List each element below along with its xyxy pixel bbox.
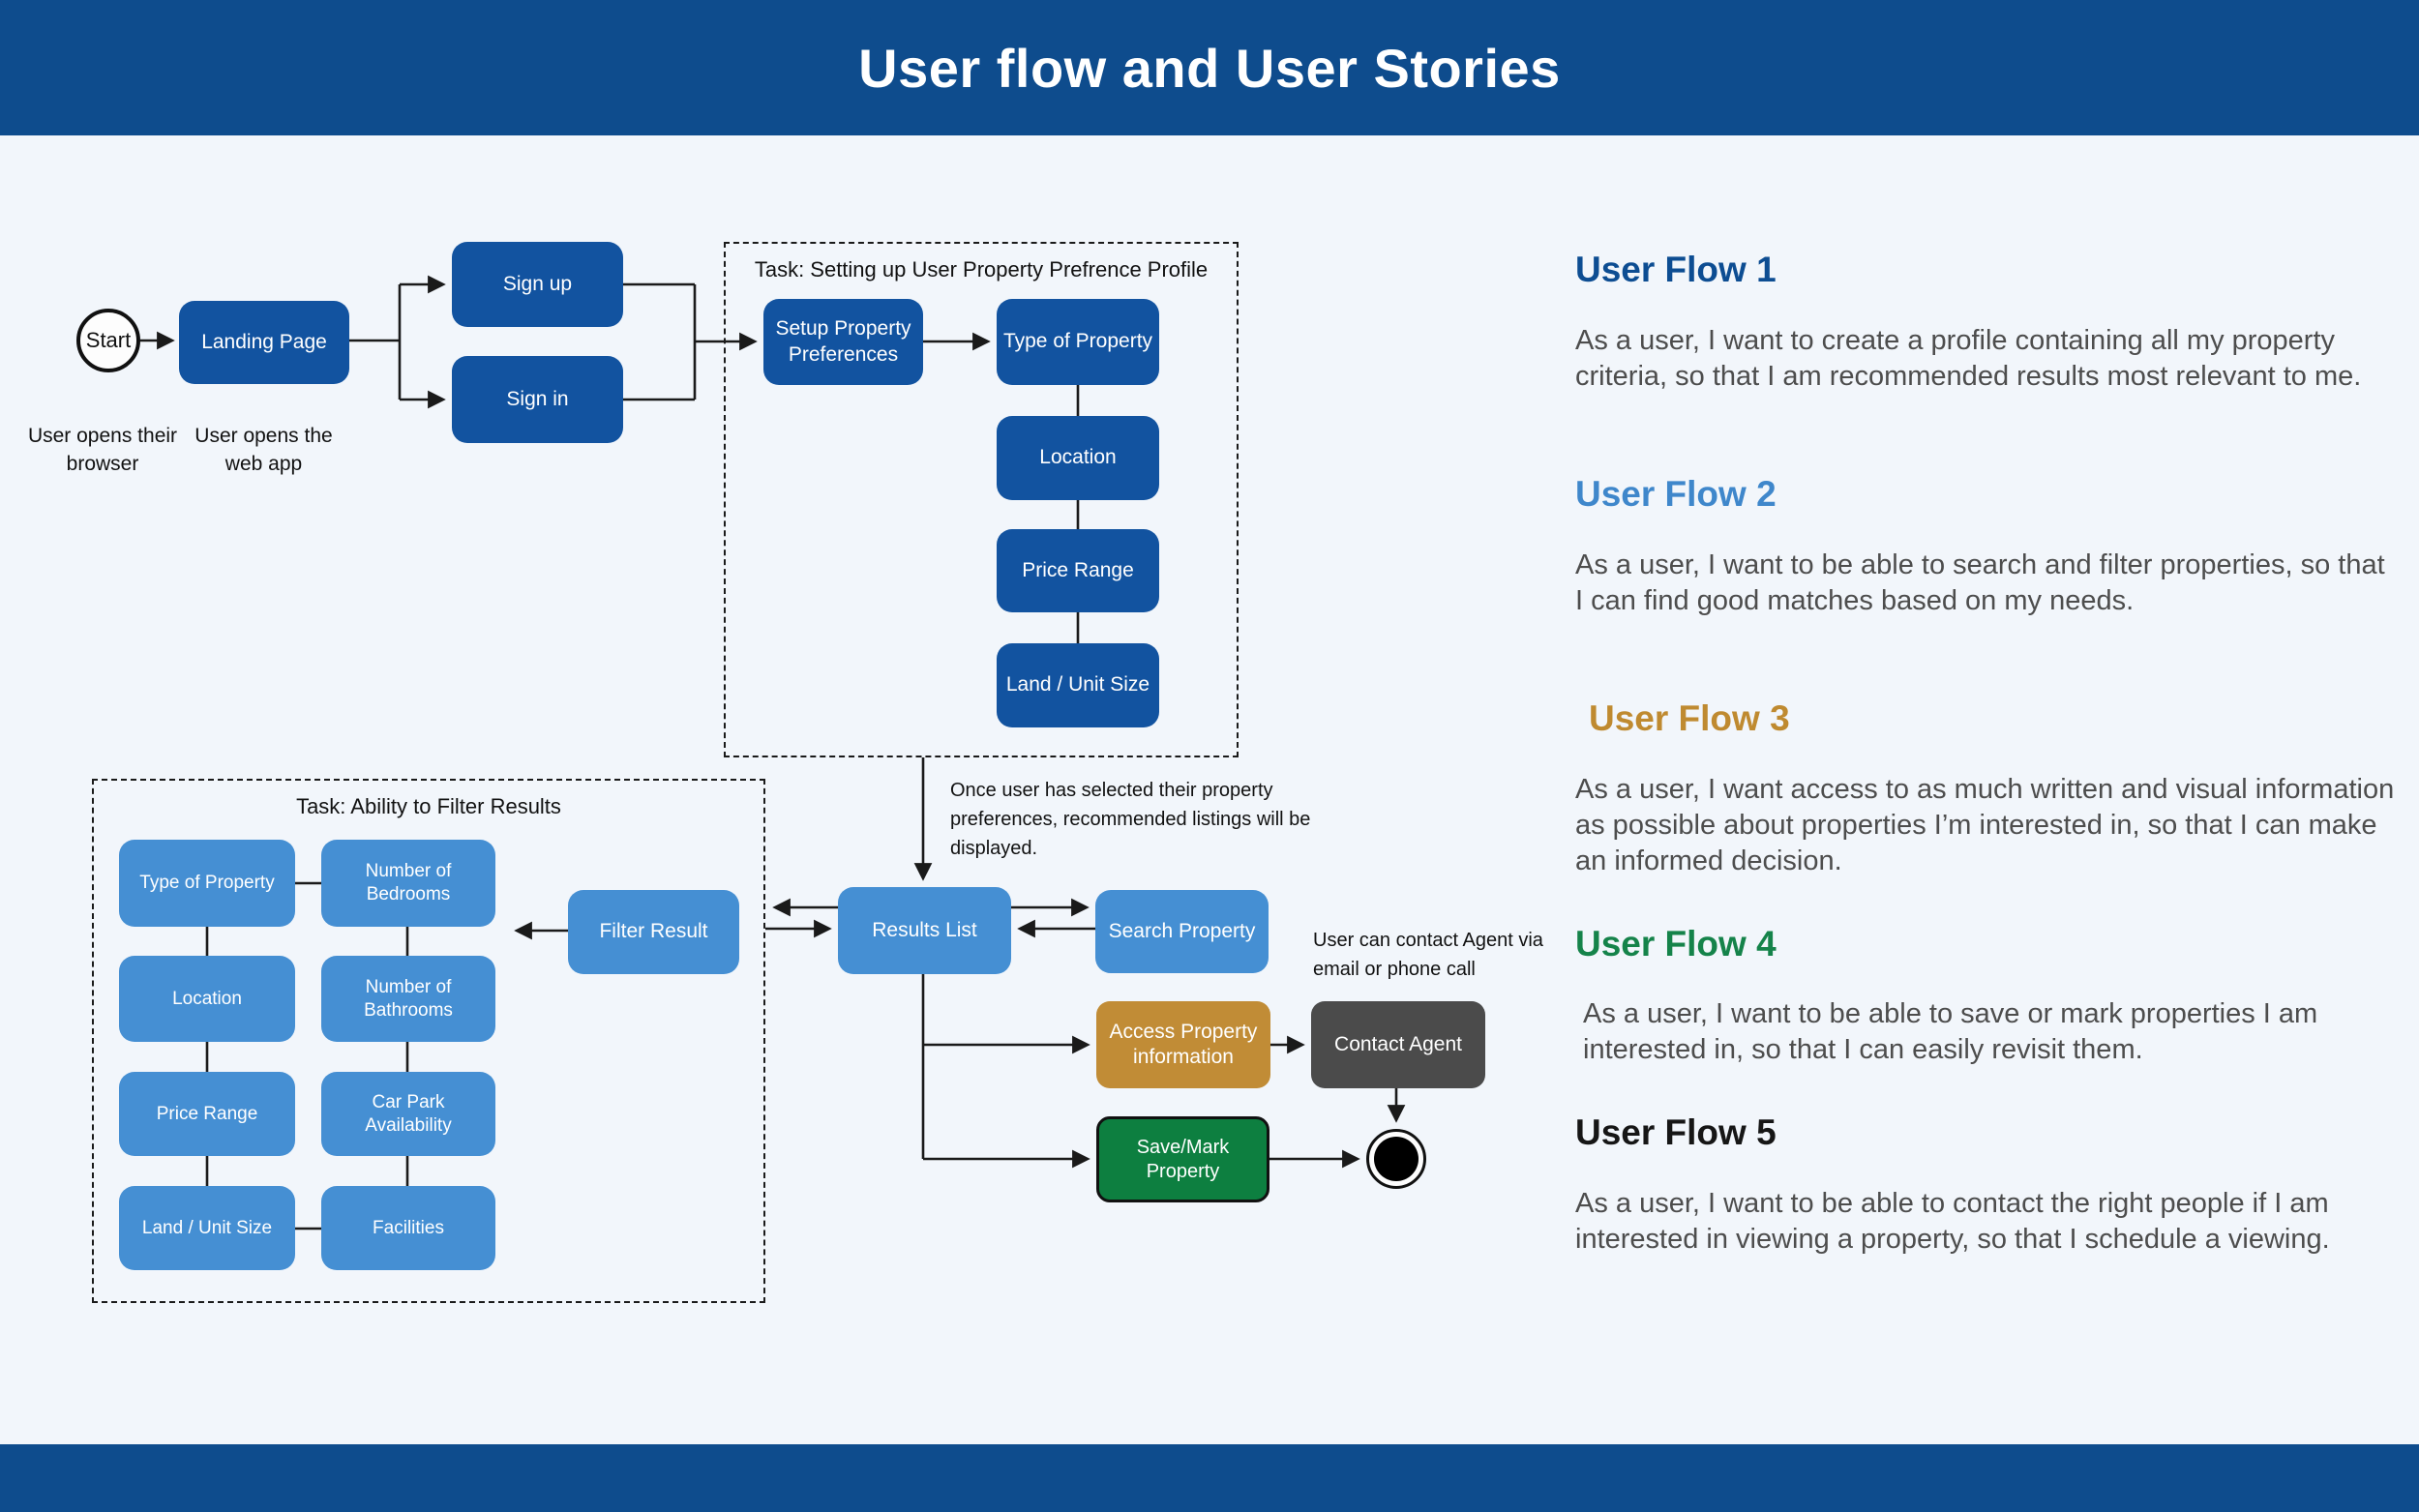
user-flow-5-heading: User Flow 5 (1575, 1112, 1777, 1152)
user-flow-4-text: As a user, I want to be able to save or … (1583, 998, 2318, 1065)
end-node (1366, 1129, 1426, 1189)
user-flow-5-text: As a user, I want to be able to contact … (1575, 1188, 2330, 1255)
node-type-of-property: Type of Property (997, 299, 1159, 385)
note-recommended-listings: Once user has selected their property pr… (950, 780, 1311, 859)
node-sign-in: Sign in (452, 356, 623, 443)
user-flow-2-heading: User Flow 2 (1575, 474, 1777, 514)
node-access-property-information: Access Property information (1096, 1001, 1270, 1088)
caption-user-opens-browser: User opens their browser (27, 425, 178, 475)
footer-bar (0, 1444, 2419, 1512)
task-filter-results-group: Task: Ability to Filter Results (92, 779, 765, 1303)
filter-number-of-bathrooms: Number of Bathrooms (321, 956, 495, 1042)
task1-label: Task: Setting up User Property Prefrence… (754, 257, 1209, 282)
node-save-mark-property: Save/Mark Property (1096, 1116, 1269, 1202)
node-land-unit-size: Land / Unit Size (997, 643, 1159, 727)
node-search-property: Search Property (1095, 890, 1269, 973)
filter-number-of-bedrooms: Number of Bedrooms (321, 840, 495, 927)
caption-user-opens-webapp: User opens the web app (194, 425, 333, 475)
node-location: Location (997, 416, 1159, 500)
user-flow-3-text: As a user, I want access to as much writ… (1575, 774, 2395, 876)
start-label: Start (85, 328, 132, 352)
node-setup-property-preferences: Setup Property Preferences (763, 299, 923, 385)
user-flow-1-heading: User Flow 1 (1575, 250, 1777, 289)
filter-land-unit-size: Land / Unit Size (119, 1186, 295, 1270)
filter-type-of-property: Type of Property (119, 840, 295, 927)
node-filter-result: Filter Result (568, 890, 739, 974)
node-sign-up: Sign up (452, 242, 623, 327)
note-contact-agent: User can contact Agent via email or phon… (1313, 930, 1543, 980)
node-price-range: Price Range (997, 529, 1159, 612)
user-flow-3-heading: User Flow 3 (1589, 698, 1790, 738)
user-flow-4-heading: User Flow 4 (1575, 924, 1777, 964)
page-title: User flow and User Stories (858, 37, 1561, 99)
filter-facilities: Facilities (321, 1186, 495, 1270)
user-flow-1-text: As a user, I want to create a profile co… (1575, 325, 2362, 392)
node-results-list: Results List (838, 887, 1011, 974)
task2-label: Task: Ability to Filter Results (296, 794, 561, 818)
node-landing-page: Landing Page (179, 301, 349, 384)
filter-price-range: Price Range (119, 1072, 295, 1156)
title-banner: User flow and User Stories (0, 0, 2419, 135)
user-flow-2-text: As a user, I want to be able to search a… (1575, 549, 2385, 616)
end-node-dot (1374, 1137, 1419, 1181)
filter-car-park-availability: Car Park Availability (321, 1072, 495, 1156)
node-contact-agent: Contact Agent (1311, 1001, 1485, 1088)
filter-location: Location (119, 956, 295, 1042)
start-node: Start (76, 309, 140, 372)
task-setup-preferences-group: Task: Setting up User Property Prefrence… (724, 242, 1239, 757)
